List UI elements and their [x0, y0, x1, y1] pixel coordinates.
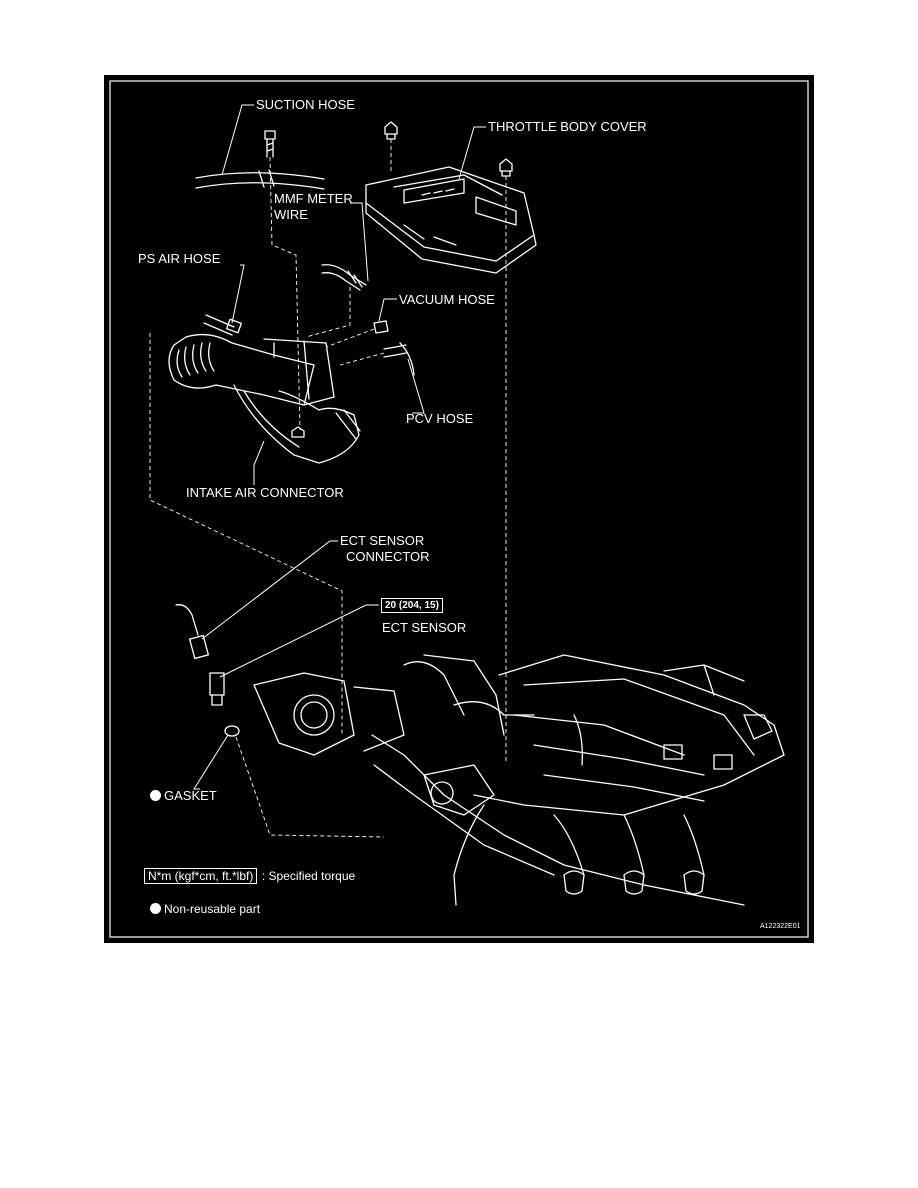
nut-2 — [499, 158, 513, 177]
diagram-frame — [109, 80, 809, 938]
diagram-drawing — [109, 80, 809, 938]
nut-1 — [384, 121, 398, 140]
label-ect-sensor: ECT SENSOR — [382, 620, 467, 635]
label-mmf-meter-wire-line2: WIRE — [274, 207, 308, 222]
legend-torque-row: N*m (kgf*cm, ft.*lbf) : Specified torque — [144, 867, 355, 885]
dashed-line-intake-left — [149, 333, 343, 735]
leader-ect-sensor — [219, 604, 379, 678]
gasket-part — [224, 725, 240, 737]
label-mmf-meter-wire-line1: MMF METER — [274, 191, 353, 206]
dashed-line-mmf — [305, 287, 351, 338]
leader-vacuum-hose — [378, 298, 397, 322]
label-intake-air-connector: INTAKE AIR CONNECTOR — [186, 485, 344, 500]
pcv-hose-part — [383, 342, 415, 376]
label-ect-sensor-connector-line2: CONNECTOR — [346, 549, 430, 564]
non-reusable-dot-icon — [150, 903, 161, 914]
legend-torque-desc: : Specified torque — [261, 869, 356, 883]
leader-gasket — [193, 734, 229, 790]
leader-ect-connector — [201, 540, 338, 640]
figure-reference-code: A122322E01 — [760, 923, 801, 930]
leader-throttle-cover — [458, 126, 486, 180]
dashed-line-vacuum — [325, 328, 375, 348]
dashed-line-pcv — [339, 352, 385, 366]
non-reusable-dot-icon — [150, 790, 161, 801]
label-gasket: GASKET — [150, 788, 217, 804]
leader-intake — [253, 440, 265, 485]
ps-air-hose-part — [203, 314, 242, 336]
label-ps-air-hose: PS AIR HOSE — [138, 251, 221, 266]
dashed-line-gasket — [235, 736, 385, 838]
engine-assembly-part — [253, 654, 785, 906]
throttle-body-cover-part — [365, 166, 537, 274]
ect-sensor-connector-part — [175, 604, 209, 660]
legend-nonreusable-row: Non-reusable part — [150, 901, 260, 917]
label-suction-hose: SUCTION HOSE — [256, 97, 355, 112]
intake-air-connector-part — [168, 333, 361, 464]
legend-torque-unit: N*m (kgf*cm, ft.*lbf) — [144, 868, 258, 884]
label-throttle-body-cover: THROTTLE BODY COVER — [488, 119, 647, 134]
leader-pcv-hose — [407, 358, 425, 414]
label-pcv-hose: PCV HOSE — [406, 411, 474, 426]
vacuum-hose-part — [373, 320, 389, 334]
bolt-1 — [264, 130, 276, 158]
label-gasket-text: GASKET — [164, 788, 217, 803]
ect-torque-spec: 20 (204, 15) — [381, 598, 443, 613]
leader-mmf — [350, 202, 369, 282]
leader-suction-hose — [221, 104, 254, 176]
mmf-meter-wire-part — [321, 264, 367, 291]
exploded-parts-diagram: SUCTION HOSE THROTTLE BODY COVER MMF MET… — [104, 75, 814, 943]
dashed-line-bolt — [269, 156, 301, 431]
suction-hose-part — [195, 169, 325, 190]
leader-ps-air-hose — [231, 264, 245, 324]
label-vacuum-hose: VACUUM HOSE — [399, 292, 495, 307]
label-ect-sensor-connector-line1: ECT SENSOR — [340, 533, 425, 548]
legend-nonreusable-desc: Non-reusable part — [164, 902, 261, 916]
ect-sensor-part — [209, 672, 225, 706]
